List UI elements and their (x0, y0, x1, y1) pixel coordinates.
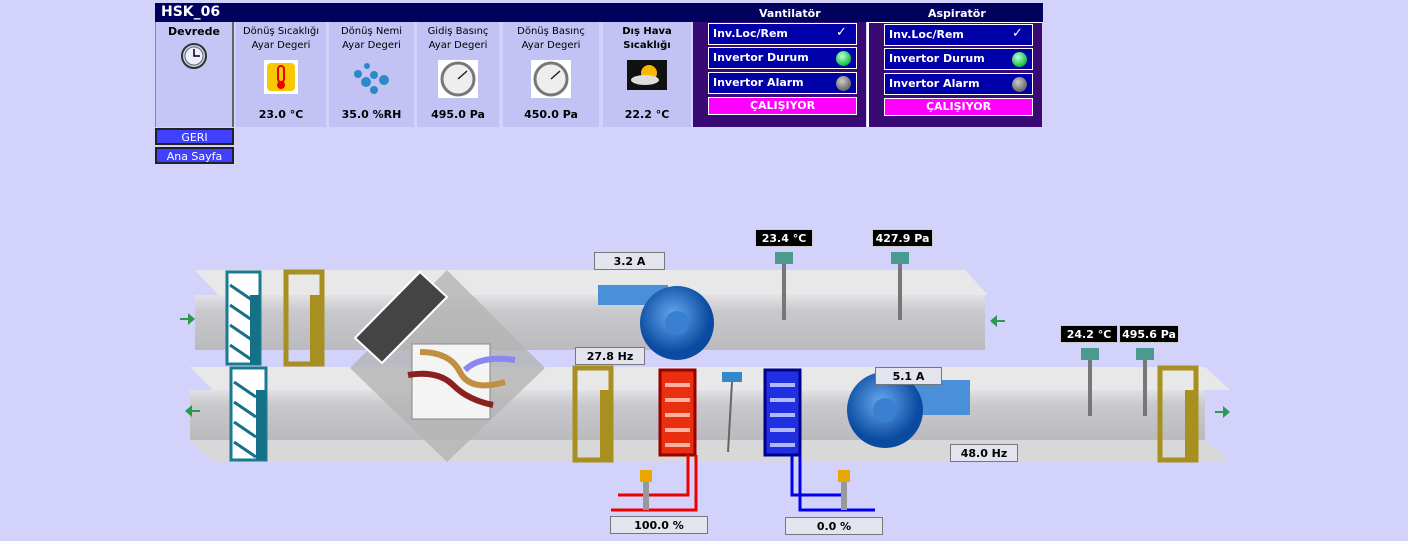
pressure-gauge-icon (438, 60, 478, 98)
item-label: Invertor Alarm (889, 77, 980, 90)
header-bar: HSK_06 Vantilatör Aspiratör (155, 3, 1043, 22)
aspirator-invertor-durum: Invertor Durum (884, 48, 1033, 70)
valve-icon (838, 470, 850, 510)
arrow-left-icon (990, 315, 1005, 327)
arrow-right-icon (180, 313, 195, 325)
setpoint-label: Ayar Degeri (251, 40, 311, 51)
supply-air-duct (190, 367, 1230, 462)
vantilator-loc-rem[interactable]: Inv.Loc/Rem ✓ (708, 23, 857, 45)
filter-icon (283, 269, 325, 367)
vantilator-invertor-alarm: Invertor Alarm (708, 72, 857, 94)
sensor-icon (891, 252, 909, 320)
weather-icon (627, 60, 667, 90)
vantilator-title: Vantilatör (759, 7, 821, 20)
setpoint-label: Ayar Degeri (342, 40, 401, 51)
return-fan-frequency: 27.8 Hz (575, 347, 645, 365)
arrow-left-icon (185, 405, 200, 417)
sensor-icon (1136, 348, 1154, 416)
item-label: Invertor Durum (713, 51, 809, 64)
return-pressure: 427.9 Pa (872, 229, 933, 247)
setpoint-label: Sıcaklığı (623, 40, 671, 51)
setpoint-value: 23.0 °C (258, 108, 304, 121)
return-fan-icon (598, 285, 714, 360)
valve-icon (640, 470, 652, 510)
setpoint-label: Dönüş Nemi (340, 26, 403, 37)
back-button[interactable]: GERI (155, 128, 234, 145)
return-fan-current: 3.2 A (594, 252, 665, 270)
setpoint-value: 22.2 °C (624, 108, 670, 121)
aspirator-invertor-alarm: Invertor Alarm (884, 73, 1033, 95)
setpoint-label: Dönüş Basınç (517, 26, 585, 37)
damper-icon (229, 366, 268, 462)
vantilator-panel: Inv.Loc/Rem ✓ Invertor Durum Invertor Ala… (693, 22, 866, 127)
item-label: Invertor Alarm (713, 76, 804, 89)
setpoint-value: 35.0 %RH (341, 108, 402, 121)
sensor-icon (775, 252, 793, 320)
setpoint-value: 450.0 Pa (524, 108, 578, 121)
aspirator-state: ÇALIŞIYOR (884, 98, 1033, 116)
arrow-right-icon (1215, 406, 1230, 418)
setpoint-label: Ayar Degeri (428, 40, 488, 51)
supply-fan-icon (847, 372, 970, 448)
setpoint-label: Dış Hava (622, 26, 672, 37)
damper-icon (225, 270, 262, 366)
water-drops-icon (353, 63, 389, 94)
cooling-valve-position: 0.0 % (785, 517, 883, 535)
pressure-gauge-icon (531, 60, 571, 98)
heating-valve-position: 100.0 % (610, 516, 708, 534)
filter-icon (572, 365, 614, 463)
aspirator-title: Aspiratör (928, 7, 986, 20)
setpoint-label: Gidiş Basınç (427, 26, 489, 37)
item-label: Inv.Loc/Rem (889, 28, 964, 41)
alarm-led-off-icon (1012, 77, 1027, 92)
status-led-green-icon (836, 51, 851, 66)
status-led-green-icon (1012, 52, 1027, 67)
alarm-led-off-icon (836, 76, 851, 91)
status-panel: Devrede (155, 22, 234, 127)
heating-coil-icon (611, 368, 698, 512)
vantilator-invertor-durum: Invertor Durum (708, 47, 857, 69)
item-label: Inv.Loc/Rem (713, 27, 788, 40)
home-button[interactable]: Ana Sayfa (155, 147, 234, 164)
aspirator-loc-rem[interactable]: Inv.Loc/Rem ✓ (884, 24, 1033, 46)
setpoint-value: 495.0 Pa (431, 108, 485, 121)
supply-fan-current: 5.1 A (875, 367, 942, 385)
thermometer-icon (264, 60, 298, 94)
return-temperature: 23.4 °C (755, 229, 813, 247)
sensor-icon (1081, 348, 1099, 416)
return-air-duct (195, 270, 988, 350)
status-label: Devrede (168, 25, 220, 38)
cooling-coil-icon (763, 368, 875, 512)
item-label: Invertor Durum (889, 52, 985, 65)
supply-pressure: 495.6 Pa (1119, 325, 1179, 343)
vantilator-state: ÇALIŞIYOR (708, 97, 857, 115)
clock-icon (181, 43, 207, 69)
filter-icon (1157, 365, 1199, 463)
setpoint-label: Dönüş Sıcaklığı (242, 26, 320, 37)
check-icon: ✓ (836, 25, 847, 40)
humidity-sensor-icon (722, 372, 742, 453)
aspirator-panel: Inv.Loc/Rem ✓ Invertor Durum Invertor Ala… (867, 22, 1042, 127)
bypass-damper-icon (353, 270, 449, 365)
check-icon: ✓ (1012, 26, 1023, 41)
setpoint-label: Ayar Degeri (521, 40, 581, 51)
supply-fan-frequency: 48.0 Hz (950, 444, 1018, 462)
heat-exchanger-icon (407, 343, 516, 420)
supply-temperature: 24.2 °C (1060, 325, 1118, 343)
unit-title: HSK_06 (161, 4, 221, 20)
